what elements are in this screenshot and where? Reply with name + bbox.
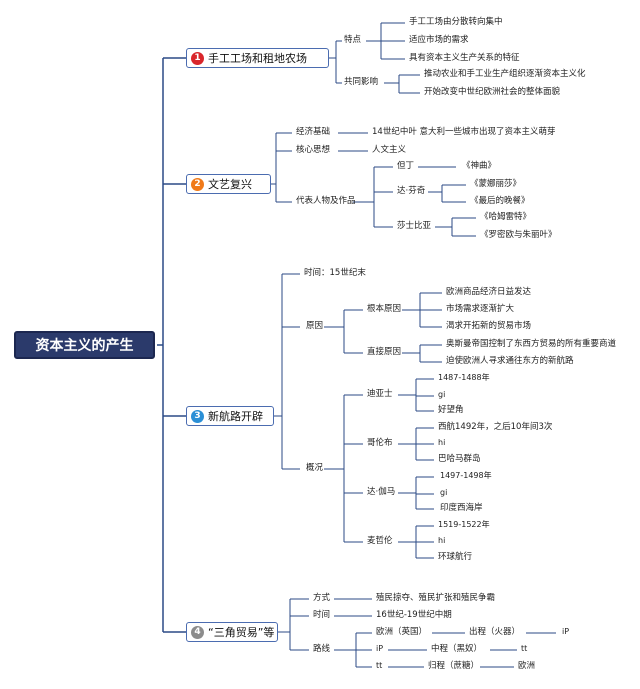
b4-route-node: iP bbox=[376, 644, 384, 653]
b3-reason-label: 根本原因 bbox=[367, 304, 402, 314]
b2-person-name: 但丁 bbox=[397, 161, 415, 171]
b2-person-name: 达·芬奇 bbox=[397, 186, 426, 196]
b2-economy-detail: 14世纪中叶 意大利一些城市出现了资本主义萌芽 bbox=[372, 127, 556, 137]
b2-person-name: 莎士比亚 bbox=[397, 221, 432, 231]
b2-work: 《罗密欧与朱丽叶》 bbox=[480, 230, 557, 240]
b2-core-label: 核心思想 bbox=[296, 145, 331, 155]
b4-route-label: 路线 bbox=[313, 644, 331, 654]
b3-nav-detail: 1519-1522年 bbox=[438, 520, 490, 529]
b4-route-leg: 中程（黑奴） bbox=[431, 644, 483, 654]
b3-nav-detail: 巴哈马群岛 bbox=[438, 454, 481, 464]
b1-feature-item: 具有资本主义生产关系的特征 bbox=[409, 53, 520, 63]
b1-feature-label: 特点 bbox=[344, 35, 362, 45]
b4-time-label: 时间 bbox=[313, 610, 331, 620]
b4-method-detail: 殖民掠夺、殖民扩张和殖民争霸 bbox=[376, 593, 496, 603]
b3-reason-item: 市场需求逐渐扩大 bbox=[446, 304, 515, 314]
number-badge-4: 4 bbox=[191, 625, 204, 639]
branch-4-title: “三角贸易”等 bbox=[208, 626, 275, 639]
number-badge-3: 3 bbox=[191, 409, 204, 423]
branch-1-topic: 1 手工工场和租地农场 bbox=[186, 48, 329, 68]
b4-route-node: iP bbox=[562, 627, 570, 636]
b4-route-node: tt bbox=[521, 644, 528, 653]
b1-impact-item: 开始改变中世纪欧洲社会的整体面貌 bbox=[424, 87, 561, 97]
b4-route-node: 欧洲（英国） bbox=[376, 627, 428, 637]
branch-2-title: 文艺复兴 bbox=[208, 178, 252, 191]
b3-nav-detail: 1497-1498年 bbox=[440, 471, 492, 480]
b2-people-label: 代表人物及作品 bbox=[296, 196, 356, 206]
b3-nav-detail: hi bbox=[438, 438, 446, 447]
b3-nav-detail: gi bbox=[438, 390, 446, 399]
b4-time-detail: 16世纪-19世纪中期 bbox=[376, 610, 452, 620]
b3-reason-item: 渴求开拓新的贸易市场 bbox=[446, 321, 532, 331]
b3-navigator: 麦哲伦 bbox=[367, 536, 393, 546]
b4-route-leg: 出程（火器） bbox=[469, 627, 521, 637]
b2-work: 《神曲》 bbox=[462, 161, 497, 171]
branch-3-title: 新航路开辟 bbox=[208, 410, 263, 423]
branch-4-topic: 4 “三角贸易”等 bbox=[186, 622, 278, 642]
b2-work: 《蒙娜丽莎》 bbox=[470, 179, 522, 189]
b3-navigator: 达·伽马 bbox=[367, 487, 396, 497]
b3-nav-detail: 好望角 bbox=[438, 405, 464, 415]
b2-economy-label: 经济基础 bbox=[296, 127, 331, 137]
b1-impact-item: 推动农业和手工业生产组织逐渐资本主义化 bbox=[424, 69, 586, 79]
b4-route-node: tt bbox=[376, 661, 383, 670]
b3-reasons-label: 原因 bbox=[306, 321, 324, 331]
b3-nav-detail: 西航1492年，之后10年间3次 bbox=[438, 422, 553, 432]
b3-nav-detail: 环球航行 bbox=[438, 552, 473, 562]
b2-work: 《最后的晚餐》 bbox=[470, 196, 530, 206]
branch-1-title: 手工工场和租地农场 bbox=[208, 52, 307, 65]
b4-method-label: 方式 bbox=[313, 593, 331, 603]
b3-nav-detail: 1487-1488年 bbox=[438, 373, 490, 382]
b4-route-leg: 归程（蔗糖） bbox=[428, 661, 480, 671]
b3-reason-item: 奥斯曼帝国控制了东西方贸易的所有重要商道 bbox=[446, 339, 617, 349]
b3-time: 时间：15世纪末 bbox=[304, 268, 366, 278]
number-badge-2: 2 bbox=[191, 177, 204, 191]
b3-nav-detail: 印度西海岸 bbox=[440, 503, 483, 513]
number-badge-1: 1 bbox=[191, 51, 204, 65]
branch-2-topic: 2 文艺复兴 bbox=[186, 174, 271, 194]
b3-overview-label: 概况 bbox=[306, 463, 324, 473]
b3-reason-label: 直接原因 bbox=[367, 347, 402, 357]
b3-reason-item: 欧洲商品经济日益发达 bbox=[446, 287, 532, 297]
b4-route-node: 欧洲 bbox=[518, 661, 536, 671]
root-topic: 资本主义的产生 bbox=[14, 331, 155, 359]
b3-nav-detail: hi bbox=[438, 536, 446, 545]
b3-reason-item: 迫使欧洲人寻求通往东方的新航路 bbox=[446, 356, 574, 366]
branch-3-topic: 3 新航路开辟 bbox=[186, 406, 274, 426]
b2-core-detail: 人文主义 bbox=[372, 145, 407, 155]
b1-feature-item: 适应市场的需求 bbox=[409, 35, 469, 45]
b1-feature-item: 手工工场由分散转向集中 bbox=[409, 17, 503, 27]
b3-nav-detail: gi bbox=[440, 488, 448, 497]
b3-navigator: 迪亚士 bbox=[367, 389, 393, 399]
b2-work: 《哈姆雷特》 bbox=[480, 212, 532, 222]
b1-impact-label: 共同影响 bbox=[344, 77, 379, 87]
b3-navigator: 哥伦布 bbox=[367, 438, 393, 448]
